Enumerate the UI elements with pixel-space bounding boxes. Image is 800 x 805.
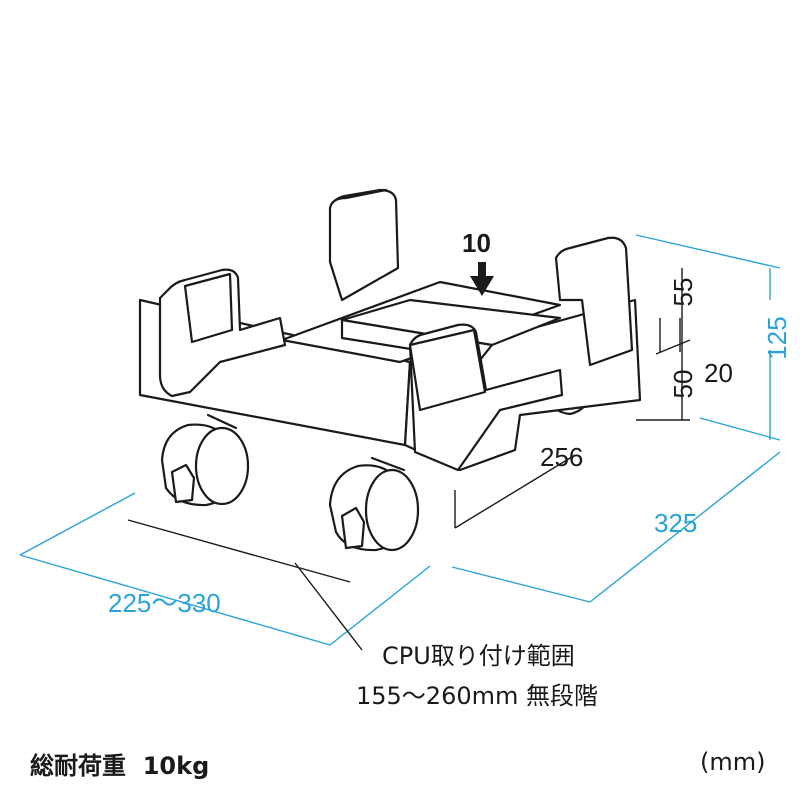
left-back-block-top bbox=[328, 188, 388, 210]
width-range-label: 225〜330 bbox=[108, 588, 221, 618]
unit-label: (mm) bbox=[700, 748, 766, 776]
thickness-arrow bbox=[470, 262, 494, 296]
lower-height-label: 50 bbox=[668, 370, 698, 399]
front-left-caster bbox=[160, 413, 250, 507]
gap-label: 20 bbox=[704, 358, 733, 388]
inner-dimension-lines bbox=[127, 454, 576, 651]
left-back-block bbox=[328, 188, 400, 302]
depth-label: 325 bbox=[654, 508, 697, 538]
right-front-clamp-inner bbox=[408, 328, 487, 412]
height-label: 125 bbox=[762, 316, 792, 359]
upper-height-label: 55 bbox=[668, 278, 698, 307]
dimension-lines bbox=[19, 234, 781, 646]
mount-range-value: 155〜260mm 無段階 bbox=[356, 682, 599, 710]
left-front-clamp-inner bbox=[183, 272, 234, 344]
thickness-label: 10 bbox=[462, 228, 491, 258]
front-middle-caster bbox=[328, 456, 420, 552]
height-detail-lines bbox=[636, 268, 691, 421]
mount-range-title: CPU取り付け範囲 bbox=[382, 642, 575, 670]
inner-width-label: 256 bbox=[540, 442, 583, 472]
total-load-label: 総耐荷重 10kg bbox=[30, 752, 210, 780]
right-back-block bbox=[554, 236, 634, 367]
